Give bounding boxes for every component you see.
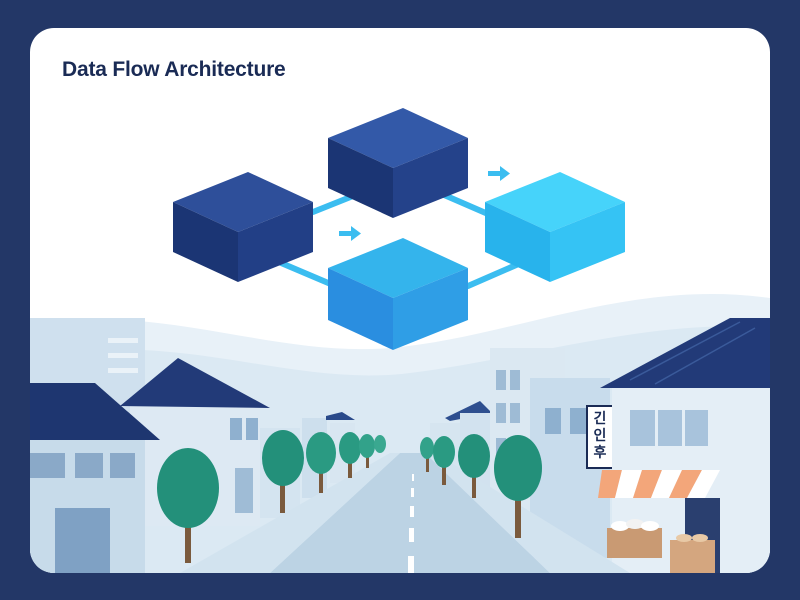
cube-node-4 [485,172,625,282]
cube-node-3 [328,238,468,350]
diagram-card: Data Flow Architecture [30,28,770,573]
trees [157,430,542,563]
diagram-title: Data Flow Architecture [62,58,286,81]
stall-box [607,528,662,558]
road [180,453,630,573]
cube-node-1 [173,172,313,282]
sign-text: 긴인후 [593,411,607,461]
cube-node-2 [328,108,468,218]
arrow-right-icon [488,166,510,181]
arrow-right-icon [339,226,361,241]
illustration [30,108,770,573]
shop-awning [598,470,720,498]
stall-box-2 [670,540,715,573]
vertical-sign [586,405,614,469]
